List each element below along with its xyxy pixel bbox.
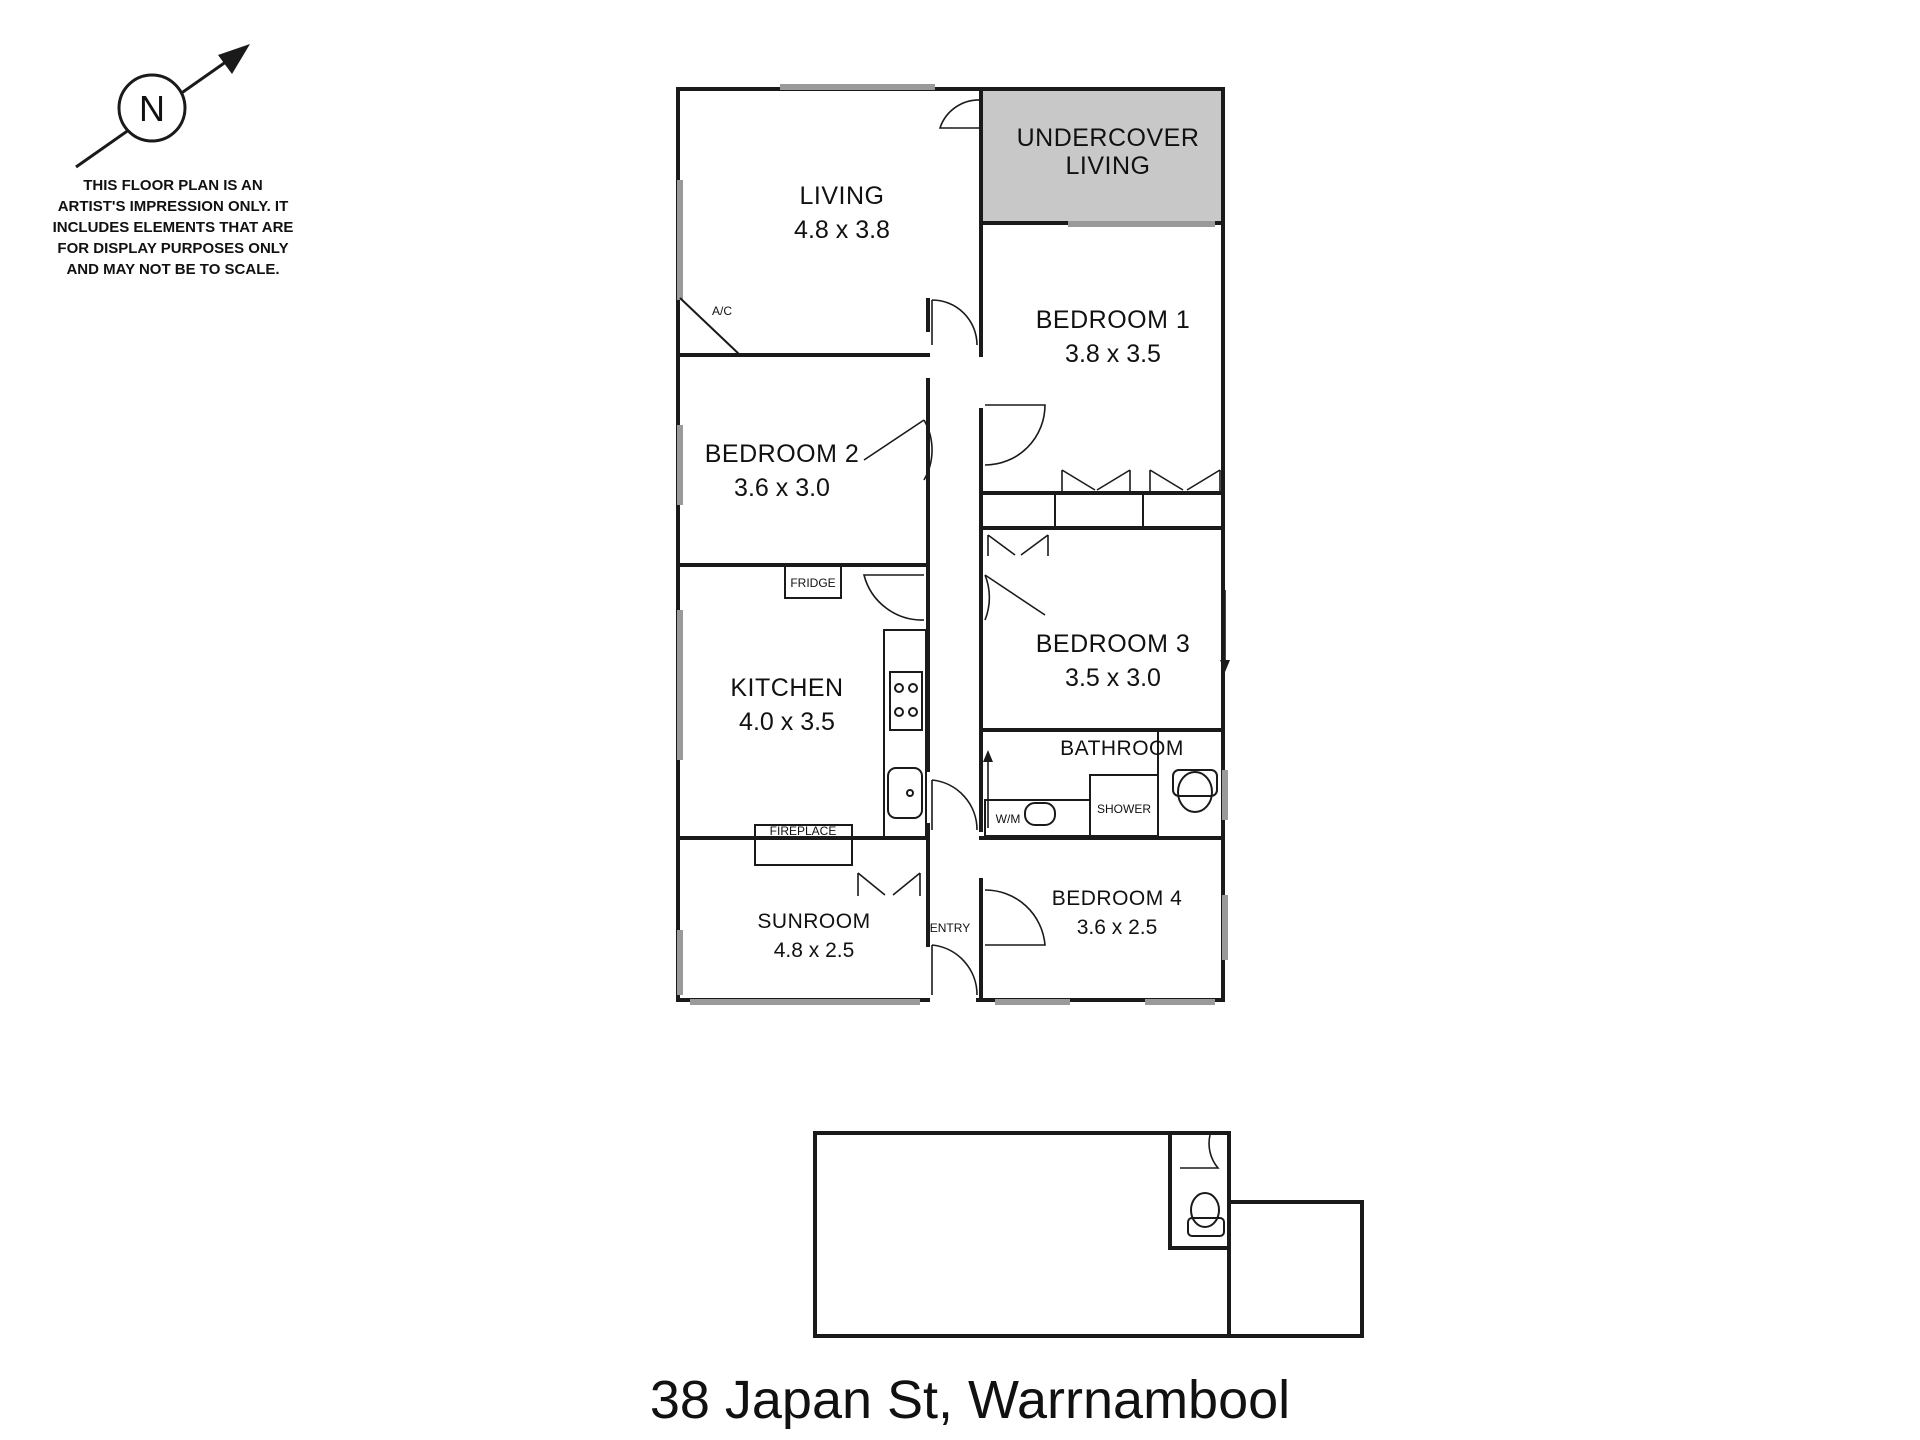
bedroom4-dims: 3.6 x 2.5 (1077, 916, 1158, 939)
north-compass: N (75, 44, 250, 169)
fireplace-box (754, 824, 853, 866)
ac-label: A/C (712, 304, 732, 318)
disclaimer: THIS FLOOR PLAN IS AN ARTIST'S IMPRESSIO… (53, 177, 294, 278)
fridge-label: FRIDGE (790, 576, 835, 590)
living-name: LIVING (800, 182, 885, 210)
doors (857, 99, 1230, 996)
annex-outline (1227, 1200, 1364, 1338)
bedroom2-dims: 3.6 x 3.0 (734, 474, 830, 502)
property-address: 38 Japan St, Warrnambool (650, 1370, 1290, 1430)
basin-icon (1024, 802, 1056, 826)
outbuilding (813, 1131, 1364, 1338)
kitchen-name: KITCHEN (730, 674, 843, 702)
north-arrow-icon (218, 44, 250, 74)
bedroom2-name: BEDROOM 2 (705, 440, 860, 468)
disclaimer-line-5: AND MAY NOT BE TO SCALE. (66, 261, 279, 278)
bedroom1-dims: 3.8 x 3.5 (1065, 340, 1161, 368)
garage-outline (813, 1131, 1231, 1338)
bedroom1-name: BEDROOM 1 (1036, 306, 1191, 334)
disclaimer-line-3: INCLUDES ELEMENTS THAT ARE (53, 219, 294, 236)
undercover-label-1: UNDERCOVER (1017, 124, 1200, 152)
bedroom4-name: BEDROOM 4 (1052, 887, 1183, 910)
undercover-label-2: LIVING (1066, 152, 1151, 180)
disclaimer-line-2: ARTIST'S IMPRESSION ONLY. IT (58, 198, 289, 215)
undercover-living-area (979, 87, 1225, 225)
disclaimer-line-4: FOR DISPLAY PURPOSES ONLY (57, 240, 288, 257)
outbuilding-toilet-cistern-icon (1187, 1217, 1225, 1237)
sunroom-name: SUNROOM (757, 910, 870, 933)
toilet-cistern-icon (1172, 769, 1218, 797)
compass-label: N (139, 88, 165, 129)
bathroom-fixtures: W/M SHOWER (984, 730, 1218, 837)
cooktop-icon (889, 671, 923, 731)
bathroom-name: BATHROOM (1060, 737, 1184, 760)
kitchen-dims: 4.0 x 3.5 (739, 708, 835, 736)
sunroom-dims: 4.8 x 2.5 (774, 939, 855, 962)
windows (677, 84, 1228, 1005)
ac-unit (679, 297, 741, 356)
toilet-icon (1177, 771, 1213, 813)
bedroom3-name: BEDROOM 3 (1036, 630, 1191, 658)
washing-machine-label: W/M (996, 812, 1021, 826)
fridge-box (784, 565, 842, 599)
outbuilding-toilet-icon (1190, 1192, 1220, 1228)
bedroom3-dims: 3.5 x 3.0 (1065, 664, 1161, 692)
kitchen-bench (883, 629, 927, 839)
living-dims: 4.8 x 3.8 (794, 216, 890, 244)
disclaimer-line-1: THIS FLOOR PLAN IS AN (83, 177, 262, 194)
entry-label: ENTRY (930, 921, 970, 935)
shower-label: SHOWER (1097, 802, 1151, 816)
fireplace-label: FIREPLACE (770, 824, 837, 838)
sink-icon (887, 767, 923, 819)
